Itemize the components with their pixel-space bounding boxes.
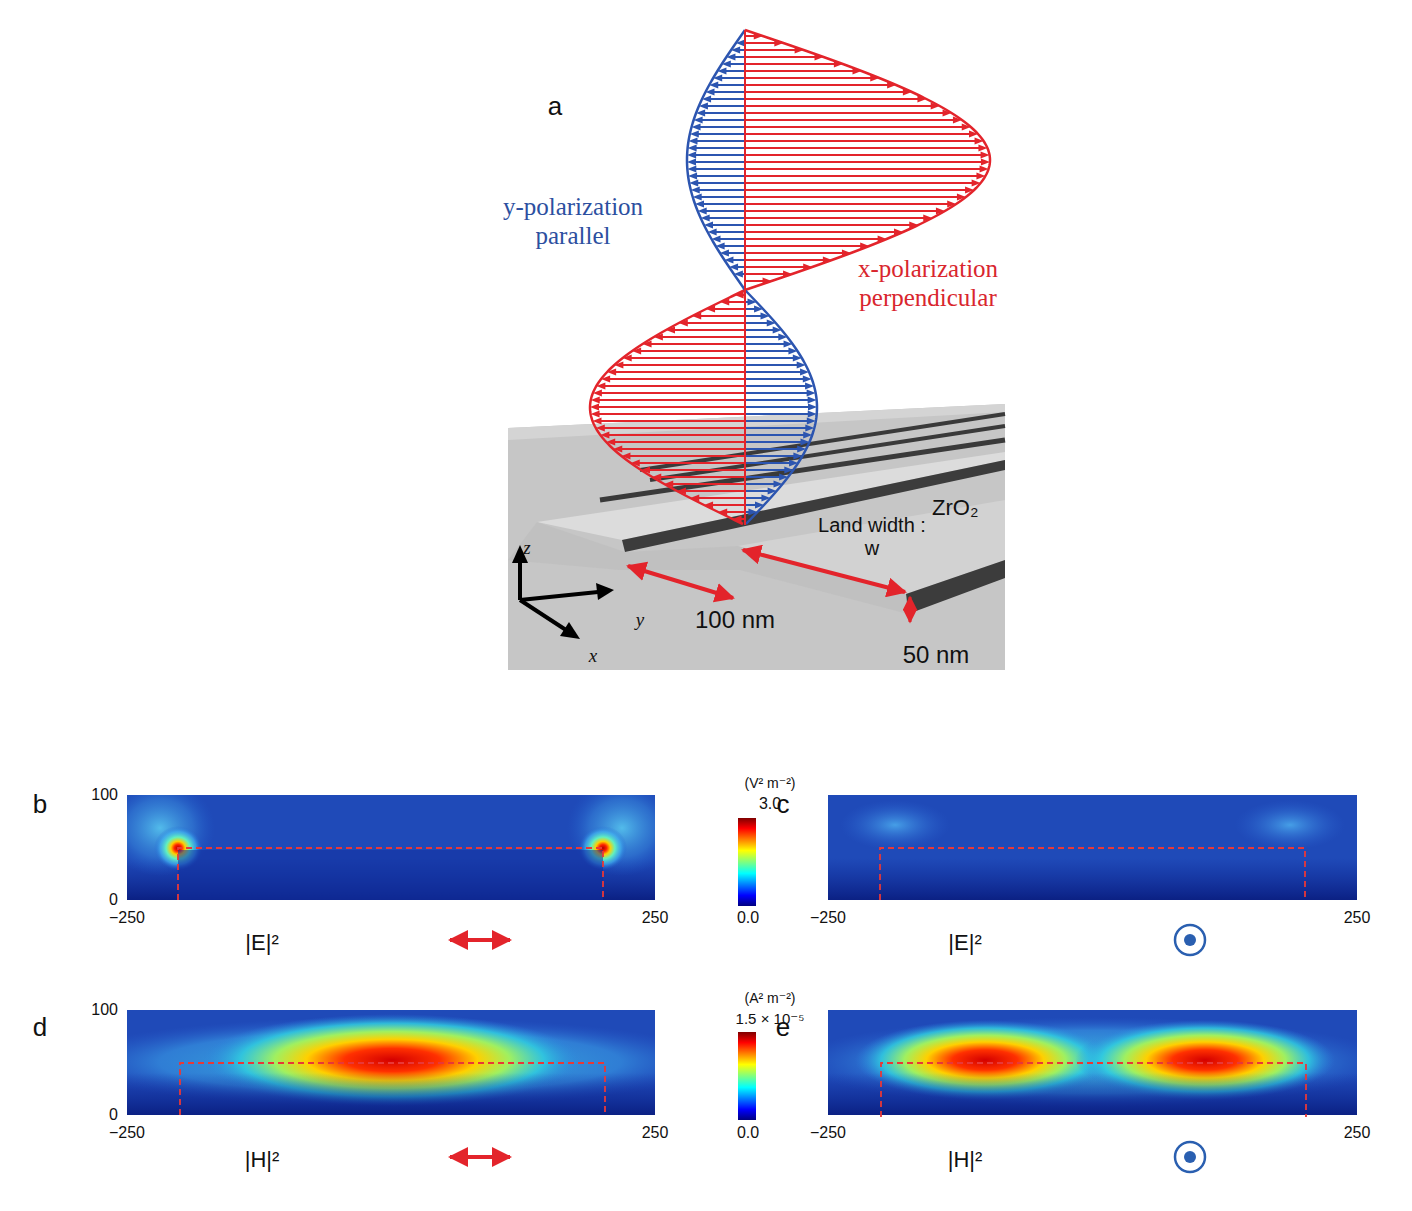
panel-caption: |H|² xyxy=(948,1147,983,1172)
axis-label: x xyxy=(589,645,597,667)
tick-label: −250 xyxy=(810,909,846,927)
dimension-label: Land width : w xyxy=(816,514,928,560)
polarization-label: x-polarization perpendicular xyxy=(823,255,1033,313)
panel-letter: c xyxy=(777,790,790,820)
tick-label: −250 xyxy=(109,909,145,927)
tick-label: 250 xyxy=(642,1124,669,1142)
panel-letter: a xyxy=(548,92,562,122)
tick-label: 100 xyxy=(91,1001,118,1019)
tick-label: 250 xyxy=(1344,909,1371,927)
dimension-label: 50 nm xyxy=(903,641,970,669)
tick-label: −250 xyxy=(109,1124,145,1142)
tick-label: 0 xyxy=(109,1106,118,1124)
colorbar-unit: (A² m⁻²) xyxy=(745,990,796,1006)
tick-label: 100 xyxy=(91,786,118,804)
panel-letter: e xyxy=(776,1013,790,1043)
grating-structure xyxy=(508,404,1005,670)
tick-label: 250 xyxy=(1344,1124,1371,1142)
colorbar-max: 1.5 × 10⁻⁵ xyxy=(736,1010,805,1027)
wave-envelope xyxy=(687,30,817,524)
panel-letter: d xyxy=(33,1013,47,1043)
field-map xyxy=(127,795,655,900)
colorbar-unit: (V² m⁻²) xyxy=(745,775,796,791)
panel-caption: |H|² xyxy=(245,1147,280,1172)
axes xyxy=(512,545,614,639)
field-arrows xyxy=(687,40,817,516)
polarization-symbol xyxy=(450,925,1205,1172)
panel-caption: |E|² xyxy=(245,930,278,955)
wave-axis xyxy=(744,30,746,525)
panel-caption: |E|² xyxy=(948,930,981,955)
colorbar xyxy=(738,818,756,1120)
field-map xyxy=(127,1010,655,1115)
panel-letter: b xyxy=(33,790,47,820)
tick-label: 250 xyxy=(642,909,669,927)
tick-label: −250 xyxy=(810,1124,846,1142)
axis-label: y xyxy=(636,609,644,631)
dimension-label: 100 nm xyxy=(695,606,775,634)
polarization-label: y-polarization parallel xyxy=(473,193,673,251)
axis-label: z xyxy=(523,537,530,559)
colorbar-min: 0.0 xyxy=(737,909,759,927)
colorbar-min: 0.0 xyxy=(737,1124,759,1142)
material-label: ZrO₂ xyxy=(932,495,978,520)
tick-label: 0 xyxy=(109,891,118,909)
field-map xyxy=(828,795,1357,900)
